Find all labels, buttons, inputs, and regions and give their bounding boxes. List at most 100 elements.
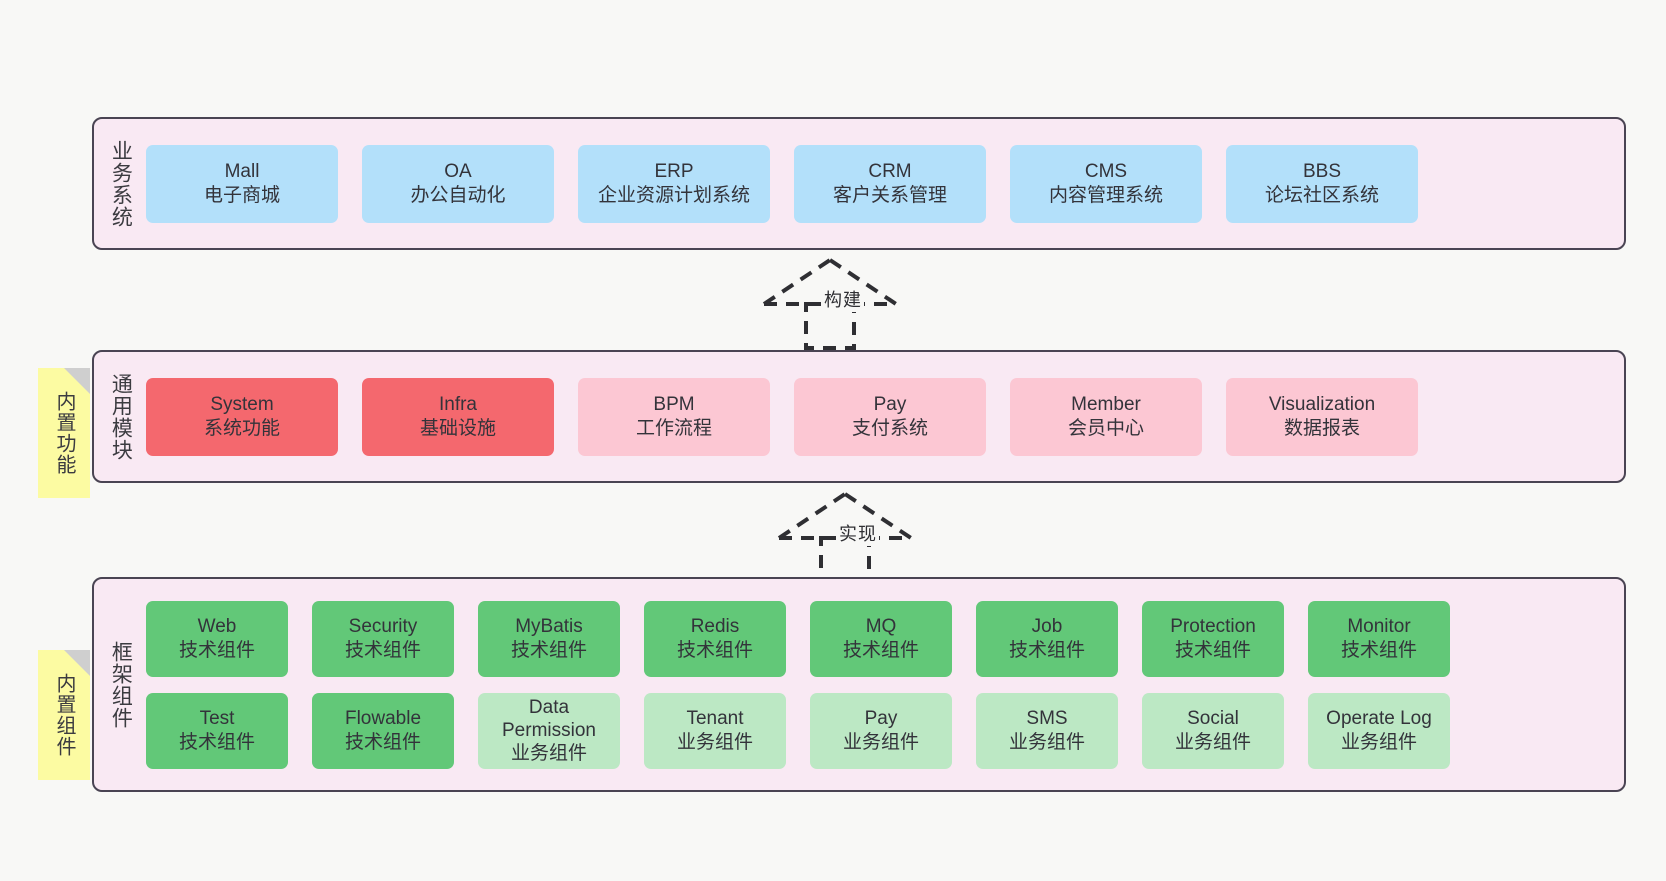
card-subtitle: 客户关系管理 <box>832 184 947 206</box>
note-builtin-features-label: 内置功能 <box>53 391 75 475</box>
layer-row: System 系统功能 Infra 基础设施 BPM 工作流程 Pay 支付系统… <box>146 377 1616 456</box>
card-oa[interactable]: OA 办公自动化 <box>362 144 554 223</box>
note-fold-icon <box>64 368 90 394</box>
card-subtitle: 系统功能 <box>203 417 280 439</box>
card-subtitle: 业务组件 <box>1174 731 1251 753</box>
card-subtitle: 技术组件 <box>676 639 753 661</box>
card-title: Security <box>348 616 418 638</box>
card-subtitle: 数据报表 <box>1283 417 1360 439</box>
card-title: Tenant <box>686 708 744 730</box>
card-title: OA <box>444 161 472 183</box>
card-title: SMS <box>1026 708 1068 730</box>
card-title: Protection <box>1170 616 1256 638</box>
card-subtitle: 技术组件 <box>842 639 919 661</box>
card-crm[interactable]: CRM 客户关系管理 <box>794 144 986 223</box>
note-builtin-components: 内置组件 <box>38 650 90 780</box>
card-title: Redis <box>690 616 740 638</box>
card-system[interactable]: System 系统功能 <box>146 377 338 456</box>
card-mybatis[interactable]: MyBatis 技术组件 <box>478 600 620 677</box>
card-infra[interactable]: Infra 基础设施 <box>362 377 554 456</box>
card-member[interactable]: Member 会员中心 <box>1010 377 1202 456</box>
card-subtitle: 内容管理系统 <box>1048 184 1163 206</box>
card-subtitle: 会员中心 <box>1067 417 1144 439</box>
layer-framework-components: 框架组件 Web 技术组件 Security 技术组件 MyBatis 技术组件… <box>92 577 1626 792</box>
card-bbs[interactable]: BBS 论坛社区系统 <box>1226 144 1418 223</box>
card-cms[interactable]: CMS 内容管理系统 <box>1010 144 1202 223</box>
card-subtitle: 业务组件 <box>842 731 919 753</box>
connector-implement: 实现 <box>775 492 975 584</box>
card-bpm[interactable]: BPM 工作流程 <box>578 377 770 456</box>
card-subtitle: 技术组件 <box>344 731 421 753</box>
card-visualization[interactable]: Visualization 数据报表 <box>1226 377 1418 456</box>
card-job[interactable]: Job 技术组件 <box>976 600 1118 677</box>
card-security[interactable]: Security 技术组件 <box>312 600 454 677</box>
card-title: Pay <box>864 708 898 730</box>
note-builtin-features: 内置功能 <box>38 368 90 498</box>
card-mall[interactable]: Mall 电子商城 <box>146 144 338 223</box>
card-pay[interactable]: Pay 支付系统 <box>794 377 986 456</box>
card-title: Infra <box>438 394 478 416</box>
layer-title-framework-components: 框架组件 <box>109 640 133 729</box>
layer-body-common-modules: System 系统功能 Infra 基础设施 BPM 工作流程 Pay 支付系统… <box>146 352 1624 481</box>
card-operate-log[interactable]: Operate Log 业务组件 <box>1308 692 1450 769</box>
card-title: Data Permission <box>502 696 596 741</box>
card-mq[interactable]: MQ 技术组件 <box>810 600 952 677</box>
card-flowable[interactable]: Flowable 技术组件 <box>312 692 454 769</box>
card-title: Pay <box>873 394 907 416</box>
card-subtitle: 支付系统 <box>851 417 928 439</box>
card-title: MQ <box>865 616 897 638</box>
card-subtitle: 技术组件 <box>1340 639 1417 661</box>
card-title: Social <box>1187 708 1239 730</box>
card-title: Web <box>197 616 237 638</box>
card-pay-business[interactable]: Pay 业务组件 <box>810 692 952 769</box>
card-test[interactable]: Test 技术组件 <box>146 692 288 769</box>
card-subtitle: 技术组件 <box>1008 639 1085 661</box>
card-title: Job <box>1031 616 1063 638</box>
card-title: Visualization <box>1268 394 1376 416</box>
layer-business-system: 业务系统 Mall 电子商城 OA 办公自动化 ERP 企业资源计划系统 CRM… <box>92 117 1626 250</box>
card-title: Operate Log <box>1326 708 1432 730</box>
note-fold-icon <box>64 650 90 676</box>
card-title: ERP <box>654 161 694 183</box>
card-subtitle: 技术组件 <box>1174 639 1251 661</box>
card-monitor[interactable]: Monitor 技术组件 <box>1308 600 1450 677</box>
card-title: MyBatis <box>515 616 583 638</box>
card-title: Monitor <box>1347 616 1411 638</box>
card-subtitle: 技术组件 <box>344 639 421 661</box>
connector-build: 构建 <box>760 258 960 350</box>
layer-row: Mall 电子商城 OA 办公自动化 ERP 企业资源计划系统 CRM 客户关系… <box>146 144 1616 223</box>
card-title: Mall <box>224 161 260 183</box>
card-title: Test <box>199 708 235 730</box>
card-title: Member <box>1071 394 1141 416</box>
card-tenant[interactable]: Tenant 业务组件 <box>644 692 786 769</box>
card-sms[interactable]: SMS 业务组件 <box>976 692 1118 769</box>
card-title: CRM <box>868 161 912 183</box>
card-subtitle: 技术组件 <box>178 731 255 753</box>
card-erp[interactable]: ERP 企业资源计划系统 <box>578 144 770 223</box>
layer-title-business-system: 业务系统 <box>109 139 133 228</box>
card-data-permission[interactable]: Data Permission 业务组件 <box>478 692 620 769</box>
layer-row-tech: Web 技术组件 Security 技术组件 MyBatis 技术组件 Redi… <box>146 600 1616 677</box>
card-title: BPM <box>653 394 695 416</box>
card-subtitle: 业务组件 <box>1340 731 1417 753</box>
layer-body-business-system: Mall 电子商城 OA 办公自动化 ERP 企业资源计划系统 CRM 客户关系… <box>146 119 1624 248</box>
card-subtitle: 办公自动化 <box>410 184 506 206</box>
card-subtitle: 技术组件 <box>510 639 587 661</box>
card-subtitle: 技术组件 <box>178 639 255 661</box>
layer-title-common-modules: 通用模块 <box>109 372 133 461</box>
card-subtitle: 企业资源计划系统 <box>597 184 750 206</box>
card-social[interactable]: Social 业务组件 <box>1142 692 1284 769</box>
note-builtin-components-label: 内置组件 <box>53 673 75 757</box>
card-subtitle: 电子商城 <box>203 184 280 206</box>
layer-body-framework-components: Web 技术组件 Security 技术组件 MyBatis 技术组件 Redi… <box>146 579 1624 790</box>
card-title: System <box>210 394 274 416</box>
card-redis[interactable]: Redis 技术组件 <box>644 600 786 677</box>
card-subtitle: 基础设施 <box>419 417 496 439</box>
card-title: Flowable <box>344 708 422 730</box>
card-web[interactable]: Web 技术组件 <box>146 600 288 677</box>
card-title: CMS <box>1084 161 1128 183</box>
card-protection[interactable]: Protection 技术组件 <box>1142 600 1284 677</box>
card-subtitle: 业务组件 <box>1008 731 1085 753</box>
card-title: BBS <box>1302 161 1342 183</box>
